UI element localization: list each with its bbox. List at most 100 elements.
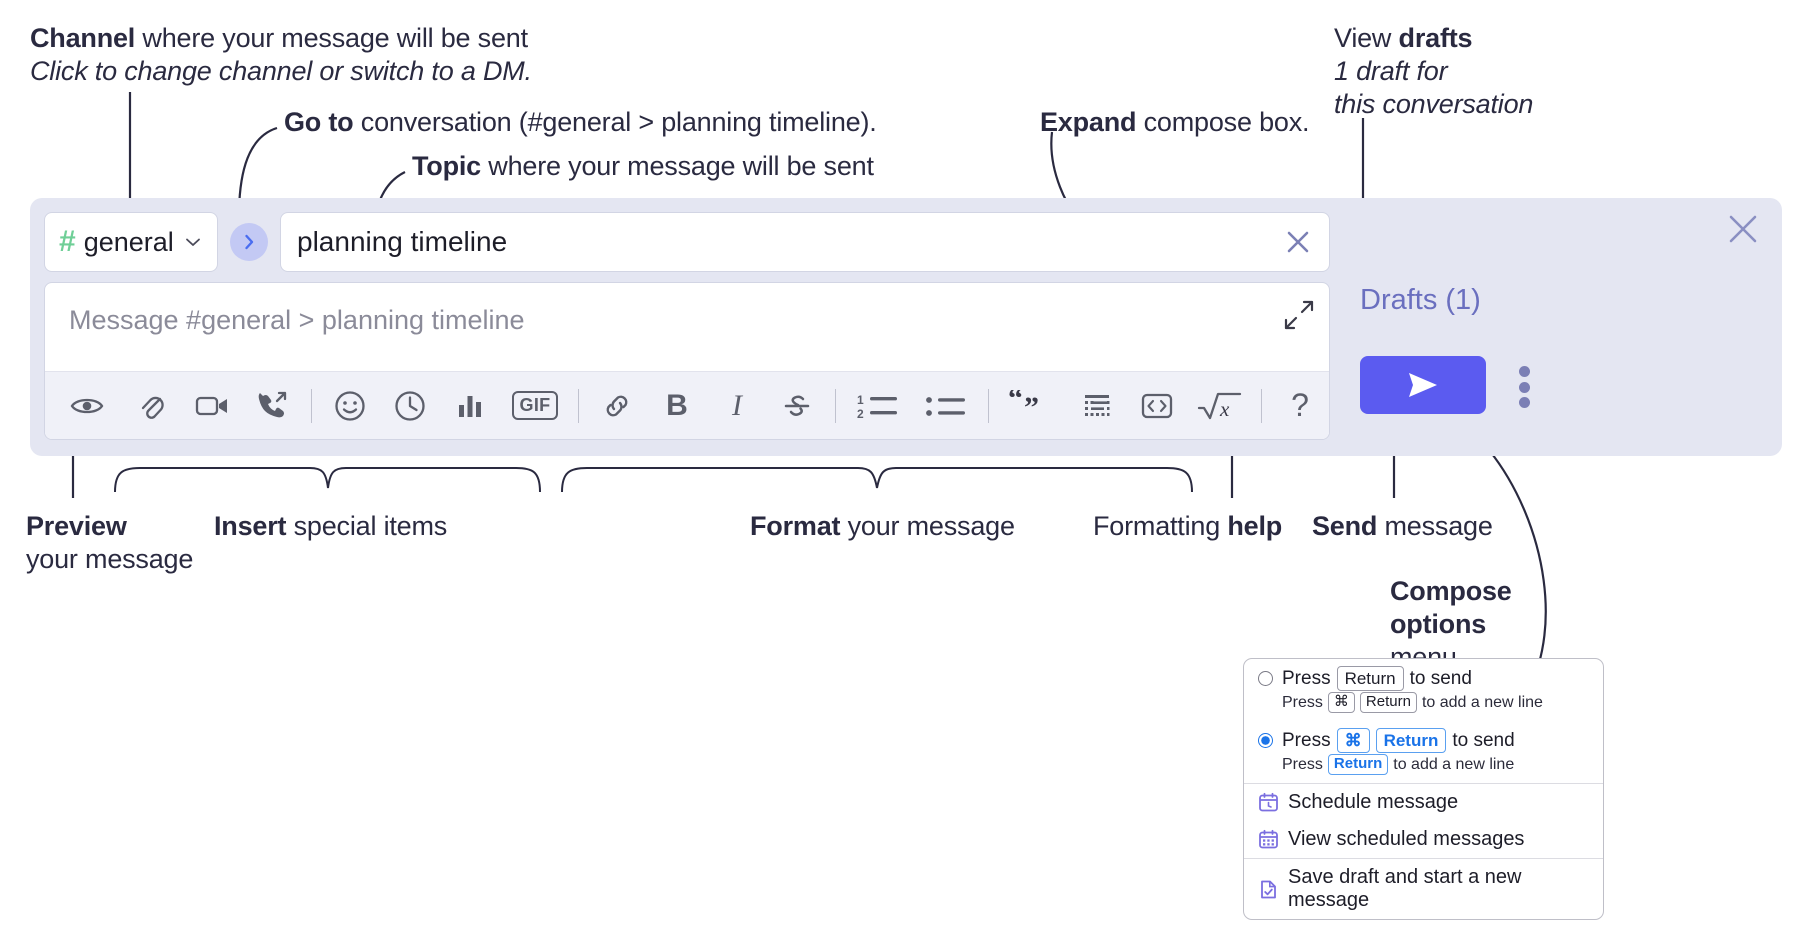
link-icon[interactable] <box>593 382 641 430</box>
annotation-topic-bold: Topic <box>412 151 481 181</box>
message-placeholder: Message #general > planning timeline <box>69 305 525 335</box>
dot <box>1518 397 1530 408</box>
annotation-send-rest: message <box>1377 511 1493 541</box>
topic-input[interactable]: planning timeline <box>280 212 1330 272</box>
svg-text:”: ” <box>1024 391 1039 422</box>
toolbar-divider <box>835 388 836 423</box>
compose-side-area: Drafts (1) <box>1342 198 1782 456</box>
annotation-help-plain: Formatting <box>1093 511 1228 541</box>
key-return: Return <box>1359 692 1417 713</box>
annotation-format: Format your message <box>750 510 1015 543</box>
poll-icon[interactable] <box>446 382 494 430</box>
annotation-drafts-plain: View <box>1334 23 1399 53</box>
formatting-toolbar: GIF B I <box>45 371 1329 439</box>
math-icon[interactable]: x <box>1193 382 1247 430</box>
call-icon[interactable] <box>249 382 297 430</box>
ordered-list-icon[interactable]: 1 2 <box>850 382 906 430</box>
bullet-list-icon[interactable] <box>918 382 974 430</box>
attach-icon[interactable] <box>129 382 177 430</box>
annotation-format-bold: Format <box>750 511 841 541</box>
compose-options-button[interactable] <box>1510 366 1538 408</box>
annotation-expand-bold: Expand <box>1040 107 1137 137</box>
svg-text:1: 1 <box>857 393 864 407</box>
send-button[interactable] <box>1360 356 1486 414</box>
menu-item-label: Save draft and start a new message <box>1288 866 1522 911</box>
annotation-drafts-italic-2: this conversation <box>1334 88 1534 119</box>
channel-selector[interactable]: # general <box>44 212 218 272</box>
clear-topic-icon[interactable] <box>1281 225 1315 259</box>
menu-item-save-draft[interactable]: Save draft and start a new message <box>1244 859 1603 919</box>
send-icon <box>1409 373 1437 397</box>
send-option-return[interactable]: Press Return to send <box>1244 659 1603 692</box>
annotation-insert-bold: Insert <box>214 511 287 541</box>
key-command: ⌘ <box>1336 728 1370 754</box>
annotation-preview-rest: your message <box>26 543 194 574</box>
svg-text:2: 2 <box>857 407 864 421</box>
send-option-cmd-return-text: Press ⌘ Return to send <box>1282 728 1515 754</box>
drafts-link[interactable]: Drafts (1) <box>1360 284 1481 316</box>
annotation-topic-rest: where your message will be sent <box>481 151 874 181</box>
annotation-compose-bold-1: Compose <box>1390 576 1512 606</box>
key-return: Return <box>1327 754 1389 775</box>
annotation-topic: Topic where your message will be sent <box>412 150 874 183</box>
annotation-drafts: View drafts 1 draft for this conversatio… <box>1334 22 1533 121</box>
message-input-box[interactable]: Message #general > planning timeline <box>44 282 1330 440</box>
press-label: Press <box>1282 729 1331 751</box>
send-option-cmd-return[interactable]: Press ⌘ Return to send <box>1244 721 1603 754</box>
key-command: ⌘ <box>1327 692 1355 713</box>
annotation-send-bold: Send <box>1312 511 1378 541</box>
dot <box>1518 366 1530 377</box>
annotation-formatting-help: Formatting help <box>1093 510 1282 543</box>
emoji-icon[interactable] <box>326 382 374 430</box>
menu-item-view-scheduled-messages[interactable]: View scheduled messages <box>1244 821 1603 858</box>
key-return: Return <box>1375 728 1447 754</box>
code-block-icon[interactable] <box>1073 382 1121 430</box>
send-option-return-hint: Press ⌘ Return to add a new line <box>1244 691 1603 721</box>
chevron-down-icon <box>186 238 200 246</box>
toolbar-divider <box>578 388 579 423</box>
gif-label: GIF <box>511 391 559 420</box>
annotation-channel-bold: Channel <box>30 23 136 53</box>
compose-panel: # general planning timeline Message #gen… <box>30 198 1782 456</box>
blockquote-icon[interactable]: “ ” <box>1003 382 1061 430</box>
clock-icon[interactable] <box>386 382 434 430</box>
topic-value: planning timeline <box>297 226 508 257</box>
annotation-expand-rest: compose box. <box>1136 107 1310 137</box>
compose-main-area: # general planning timeline Message #gen… <box>44 212 1330 440</box>
chevron-right-icon <box>245 234 254 250</box>
annotation-channel-italic: Click to change channel or switch to a D… <box>30 55 532 86</box>
menu-item-schedule-message[interactable]: Schedule message <box>1244 784 1603 821</box>
press-label: Press <box>1282 693 1323 711</box>
annotation-expand: Expand compose box. <box>1040 106 1310 139</box>
send-option-return-text: Press Return to send <box>1282 666 1472 692</box>
annotation-channel-rest: where your message will be sent <box>135 23 528 53</box>
key-return: Return <box>1336 666 1404 692</box>
bold-icon[interactable]: B <box>666 388 688 422</box>
hint-tail: to add a new line <box>1421 693 1543 711</box>
annotation-format-rest: your message <box>840 511 1015 541</box>
help-icon[interactable]: ? <box>1276 382 1324 430</box>
compose-options-menu: Press Return to send Press ⌘ Return to a… <box>1243 658 1604 920</box>
strikethrough-icon[interactable] <box>773 382 821 430</box>
inline-code-icon[interactable] <box>1133 382 1181 430</box>
goto-conversation-button[interactable] <box>230 223 268 261</box>
dot <box>1518 381 1530 393</box>
send-option-cmd-return-hint: Press Return to add a new line <box>1244 753 1603 783</box>
radio-cmd-return[interactable] <box>1258 733 1273 749</box>
svg-text:“: “ <box>1008 390 1023 415</box>
compose-header-row: # general planning timeline <box>44 212 1330 272</box>
preview-icon[interactable] <box>63 382 111 430</box>
gif-icon[interactable]: GIF <box>506 382 564 430</box>
annotation-help-bold: help <box>1227 511 1283 541</box>
svg-text:x: x <box>1219 397 1230 421</box>
annotation-preview: Preview your message <box>26 510 193 576</box>
italic-icon[interactable]: I <box>732 388 742 422</box>
annotation-drafts-bold: drafts <box>1398 23 1473 53</box>
close-icon[interactable] <box>1726 212 1760 246</box>
expand-icon[interactable] <box>1283 299 1315 331</box>
video-icon[interactable] <box>189 382 237 430</box>
radio-return[interactable] <box>1258 671 1273 687</box>
hint-tail: to add a new line <box>1393 755 1515 773</box>
annotation-insert-rest: special items <box>286 511 448 541</box>
annotation-goto-rest: conversation (#general > planning timeli… <box>353 107 877 137</box>
